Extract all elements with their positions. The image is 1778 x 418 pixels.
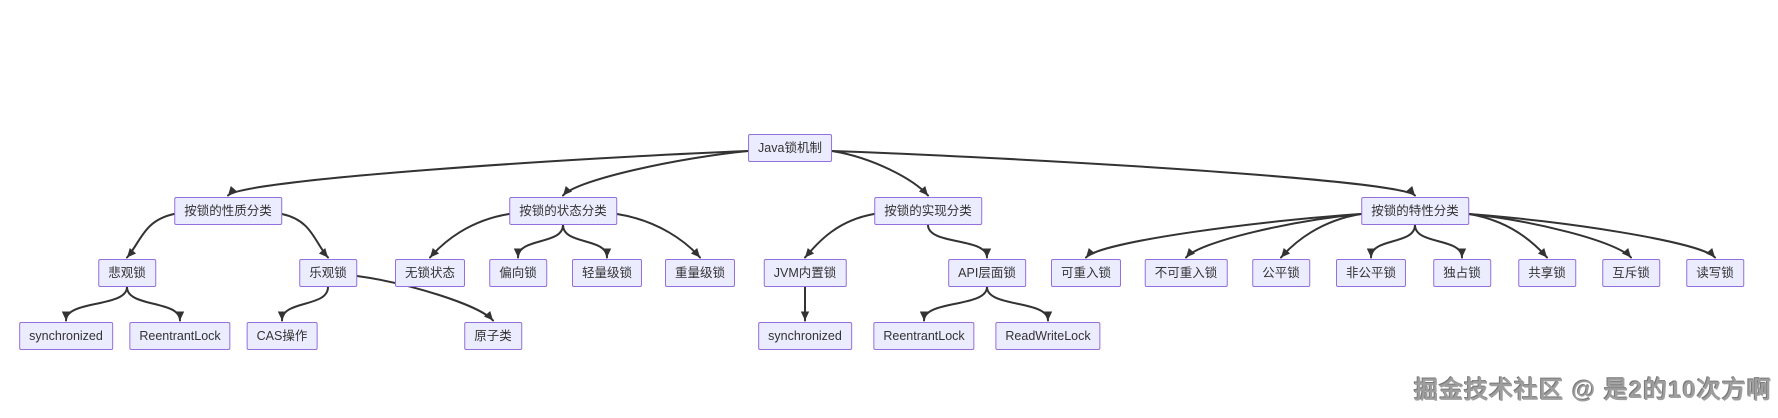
arrowhead-icon [127, 247, 137, 258]
node-unfair: 非公平锁 [1335, 259, 1407, 287]
node-mutex: 互斥锁 [1602, 259, 1660, 287]
node-cas: CAS操作 [246, 322, 318, 350]
node-lightweight: 轻量级锁 [571, 259, 643, 287]
arrowhead-icon [982, 248, 992, 258]
node-optimistic: 乐观锁 [299, 259, 357, 287]
node-reentrant2: ReentrantLock [873, 322, 975, 350]
node-shared: 共享锁 [1518, 259, 1576, 287]
node-heavyweight: 重量级锁 [664, 259, 736, 287]
node-lockfree: 无锁状态 [394, 259, 466, 287]
node-f_reentrant: 可重入锁 [1050, 259, 1122, 287]
edge-root-feature [831, 150, 1416, 197]
edge-feature-f_reentrant [1085, 213, 1362, 259]
arrowhead-icon [1366, 248, 1376, 258]
node-fair: 公平锁 [1252, 259, 1310, 287]
arrowhead-icon [690, 247, 700, 258]
node-f_nonreentrant: 不可重入锁 [1144, 259, 1228, 287]
arrowhead-icon [918, 185, 928, 196]
arrowhead-icon [483, 310, 493, 321]
node-biased: 偏向锁 [489, 259, 547, 287]
node-atomic: 原子类 [464, 322, 522, 350]
node-sync2: synchronized [758, 322, 852, 350]
arrowhead-icon [1537, 247, 1547, 258]
node-reentrant1: ReentrantLock [129, 322, 231, 350]
node-api: API层面锁 [948, 259, 1026, 287]
node-root: Java锁机制 [748, 134, 832, 162]
node-exclusive: 独占锁 [1433, 259, 1491, 287]
arrowhead-icon [805, 247, 815, 258]
arrowhead-icon [919, 311, 929, 321]
node-state: 按锁的状态分类 [509, 197, 617, 225]
node-pessimistic: 悲观锁 [98, 259, 156, 287]
edge-feature-f_nonreentrant [1185, 213, 1362, 259]
edge-feature-mutex [1468, 213, 1632, 259]
arrowhead-icon [1281, 247, 1291, 258]
node-impl: 按锁的实现分类 [874, 197, 982, 225]
arrowhead-icon [1043, 311, 1053, 321]
arrowhead-icon [175, 311, 185, 321]
arrowhead-icon [61, 311, 71, 321]
arrowhead-icon [1086, 247, 1096, 258]
node-rw: 读写锁 [1686, 259, 1744, 287]
node-feature: 按锁的特性分类 [1361, 197, 1469, 225]
arrowhead-icon [563, 185, 573, 196]
edge-root-state [562, 150, 749, 197]
arrowhead-icon [602, 248, 612, 258]
node-rwlock: ReadWriteLock [995, 322, 1101, 350]
arrowhead-icon [430, 247, 440, 258]
arrowhead-icon [228, 185, 238, 196]
edge-feature-rw [1468, 213, 1716, 259]
node-nature: 按锁的性质分类 [174, 197, 282, 225]
arrowhead-icon [513, 248, 523, 258]
arrowhead-icon [1621, 247, 1631, 258]
arrowhead-icon [277, 311, 287, 321]
arrowhead-icon [800, 311, 810, 321]
arrowhead-icon [1186, 247, 1196, 258]
node-sync1: synchronized [19, 322, 113, 350]
arrowhead-icon [1705, 247, 1715, 258]
edge-optimistic-atomic [356, 275, 494, 322]
watermark-text: 掘金技术社区 @ 是2的10次方啊 [1414, 377, 1772, 404]
edge-root-nature [227, 150, 749, 197]
node-jvm: JVM内置锁 [763, 259, 847, 287]
arrowhead-icon [1405, 185, 1415, 196]
arrowhead-icon [1457, 248, 1467, 258]
arrowhead-icon [318, 247, 328, 258]
